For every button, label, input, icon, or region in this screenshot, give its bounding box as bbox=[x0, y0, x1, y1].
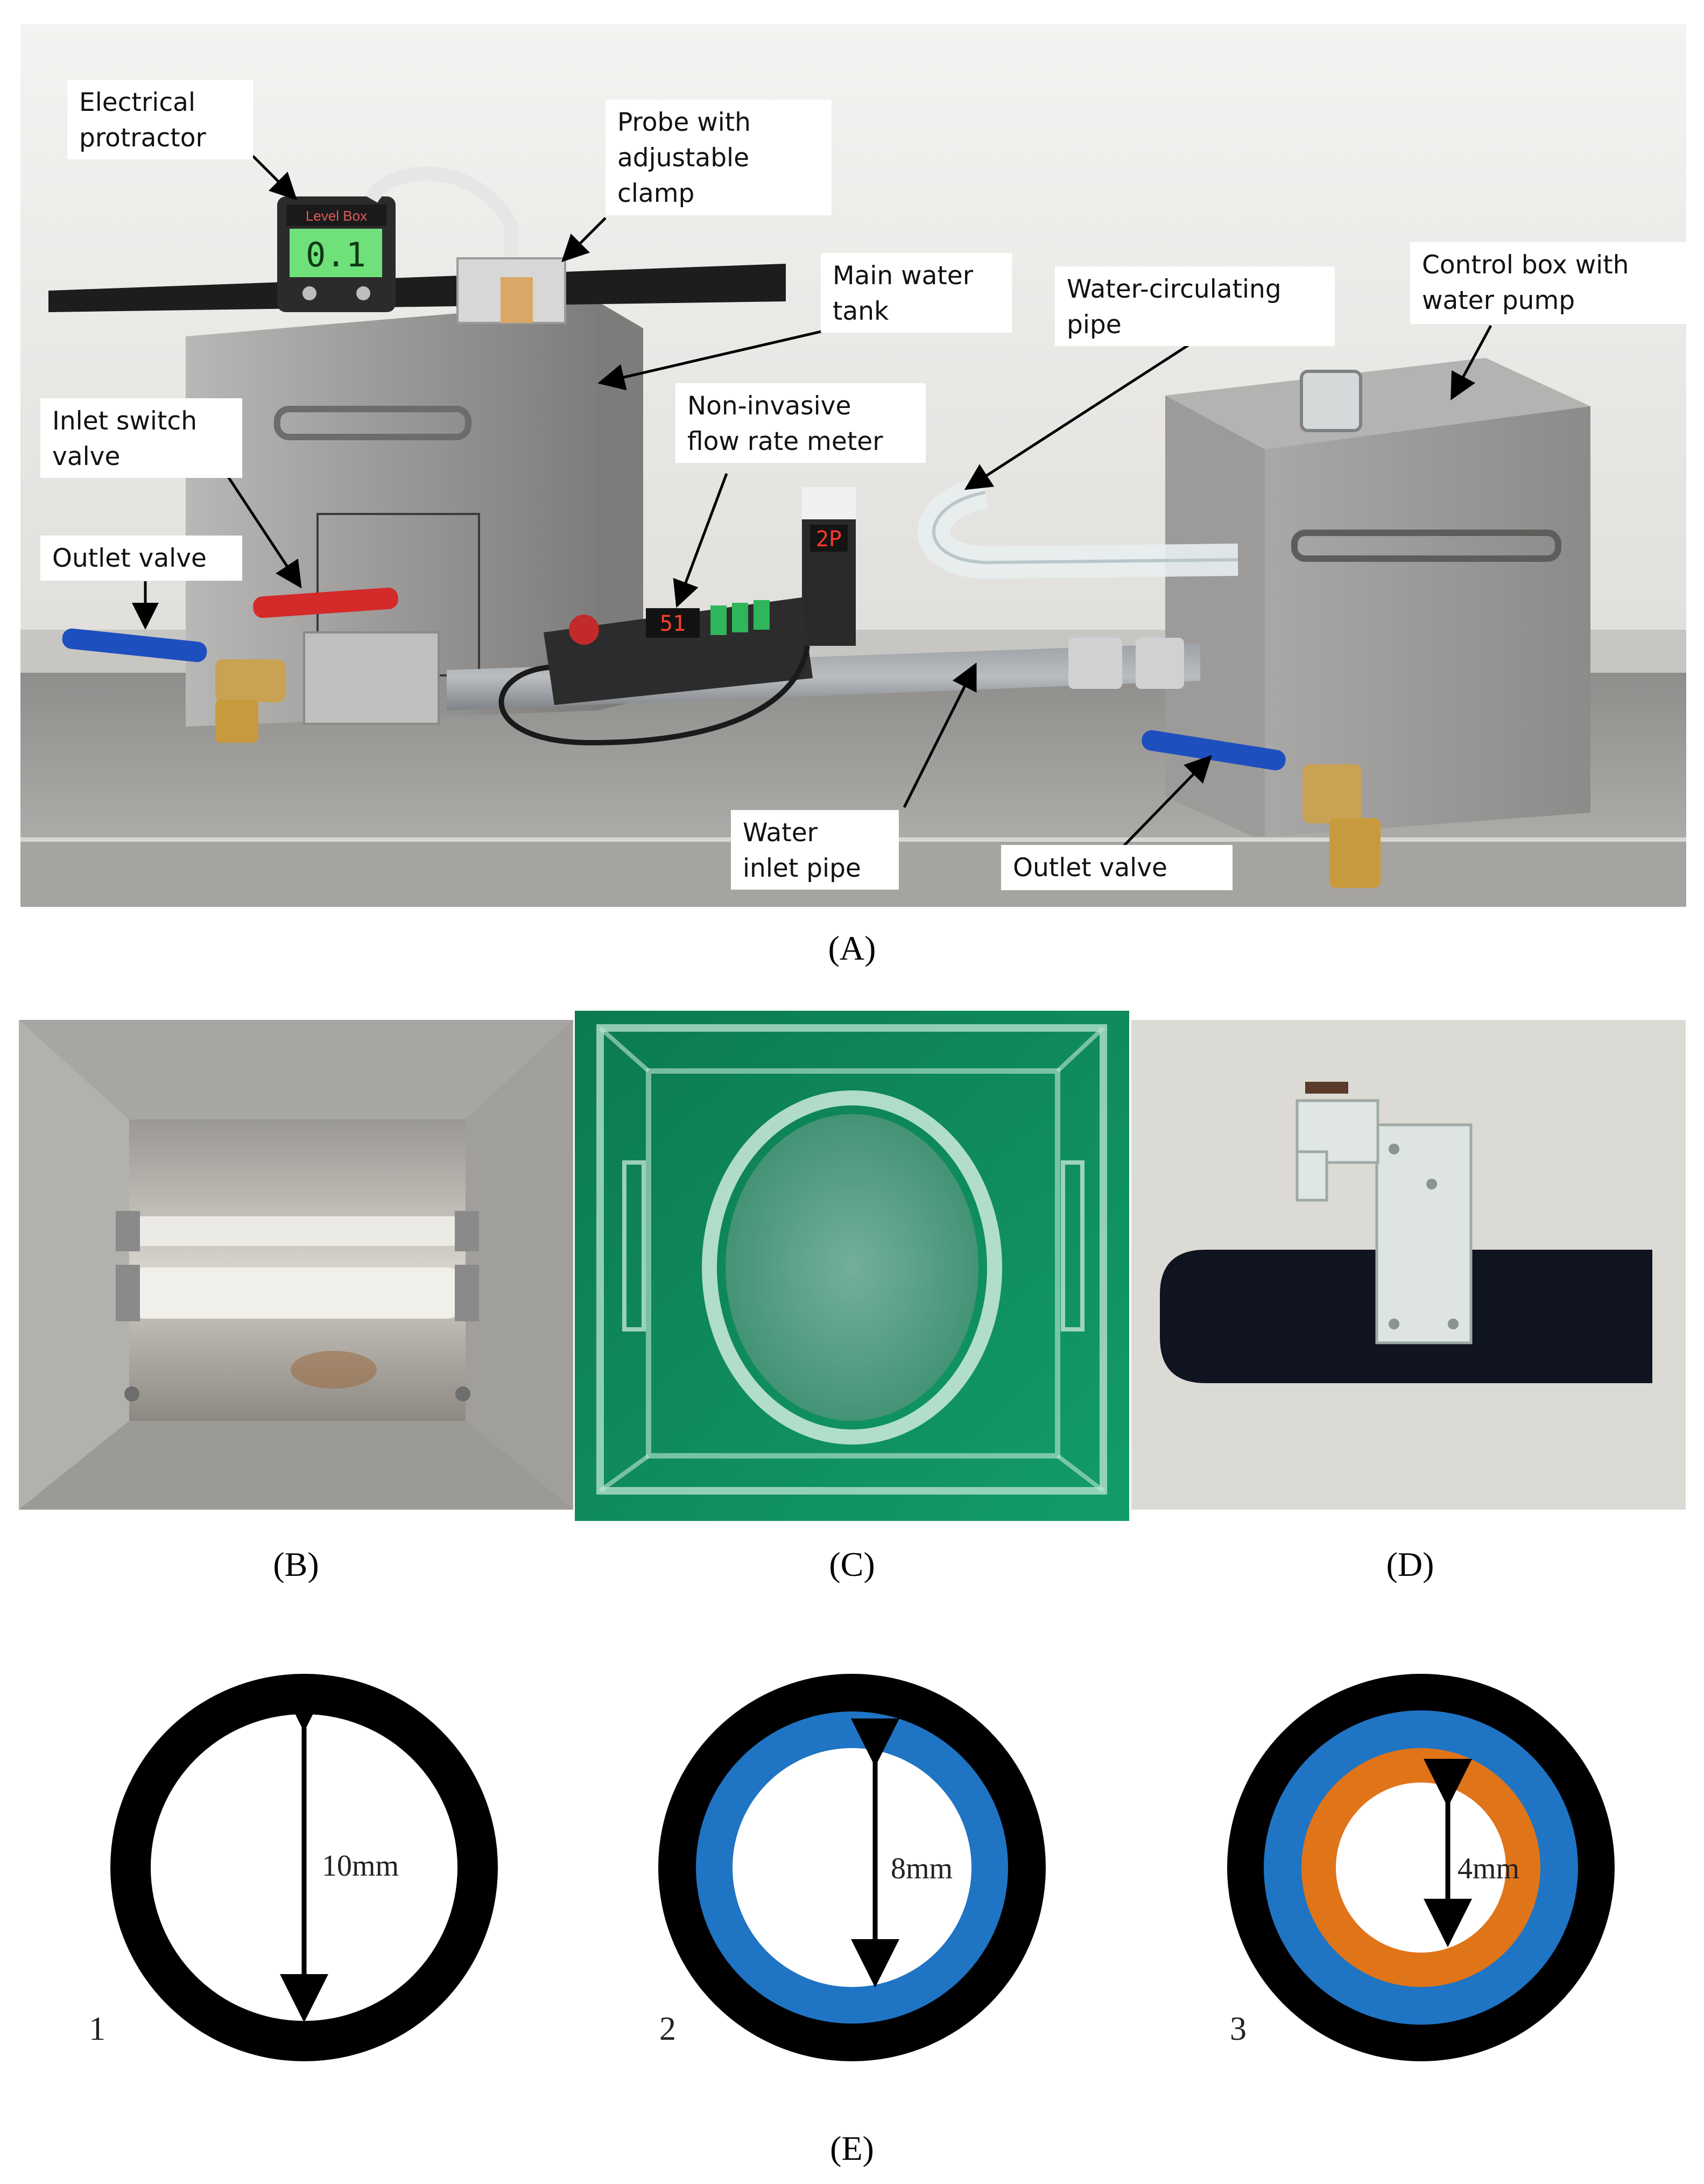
diameter-label-3: 4mm bbox=[1457, 1852, 1520, 1885]
outlet-valve-left bbox=[62, 628, 285, 743]
pump-cap bbox=[1300, 370, 1362, 432]
protractor-brand: Level Box bbox=[306, 208, 367, 224]
protractor-readout: 0.1 bbox=[306, 235, 366, 274]
callout-water-inlet-pipe: Water inlet pipe bbox=[731, 810, 899, 890]
callout-outlet-valve-right: Outlet valve bbox=[1001, 845, 1233, 890]
flow-meter-device: 51 bbox=[544, 597, 813, 705]
control-box-handle bbox=[1291, 530, 1561, 562]
panel-a-photo: Level Box 0.1 2P bbox=[20, 24, 1686, 907]
caption-e: (E) bbox=[830, 2129, 874, 2167]
section-number-3: 3 bbox=[1230, 2011, 1247, 2047]
section-number-2: 2 bbox=[659, 2011, 676, 2047]
callout-arrows bbox=[132, 155, 1492, 854]
panel-e-diagram bbox=[110, 1674, 1615, 2061]
caption-a: (A) bbox=[828, 929, 876, 967]
protractor-cable bbox=[365, 166, 518, 280]
probe-board bbox=[48, 264, 786, 312]
tube-section-1 bbox=[110, 1674, 498, 2061]
diameter-label-2: 8mm bbox=[891, 1852, 953, 1885]
electrical-protractor-device: Level Box 0.1 bbox=[277, 196, 396, 312]
callout-inlet-switch-valve: Inlet switch valve bbox=[40, 398, 242, 478]
probe-plate bbox=[1375, 1123, 1473, 1344]
tube-section-3 bbox=[1227, 1674, 1615, 2061]
inner-tube-bottom bbox=[124, 1267, 468, 1319]
panel-c-photo bbox=[575, 1011, 1129, 1521]
panel-d-photo bbox=[1131, 1020, 1686, 1510]
callout-control-box: Control box with water pump bbox=[1410, 242, 1690, 324]
inner-tube-top bbox=[124, 1216, 468, 1246]
callout-main-water-tank: Main water tank bbox=[821, 253, 1012, 333]
protractor-screen bbox=[290, 229, 382, 277]
callout-outlet-valve-left: Outlet valve bbox=[40, 536, 242, 581]
callout-water-circulating-pipe: Water-circulating pipe bbox=[1055, 266, 1335, 346]
outlet-valve-right bbox=[1142, 730, 1381, 888]
panel-b-photo bbox=[19, 1020, 573, 1510]
callout-electrical-protractor: Electrical protractor bbox=[67, 80, 253, 159]
control-box bbox=[1165, 358, 1590, 837]
caption-c: (C) bbox=[829, 1545, 875, 1583]
section-number-1: 1 bbox=[89, 2011, 105, 2047]
meter-readout: 51 bbox=[660, 611, 686, 636]
pump-readout: 2P bbox=[816, 527, 842, 552]
caption-d: (D) bbox=[1386, 1545, 1434, 1583]
caption-b: (B) bbox=[273, 1545, 319, 1583]
pump-controller: 2P bbox=[802, 487, 856, 646]
callout-flow-meter: Non-invasive flow rate meter bbox=[675, 383, 926, 463]
tube-section-2 bbox=[658, 1674, 1046, 2061]
diameter-label-1: 10mm bbox=[322, 1849, 399, 1883]
callout-probe-clamp: Probe with adjustable clamp bbox=[605, 100, 832, 215]
inlet-switch-valve bbox=[253, 587, 440, 725]
tank-handle bbox=[274, 406, 471, 440]
